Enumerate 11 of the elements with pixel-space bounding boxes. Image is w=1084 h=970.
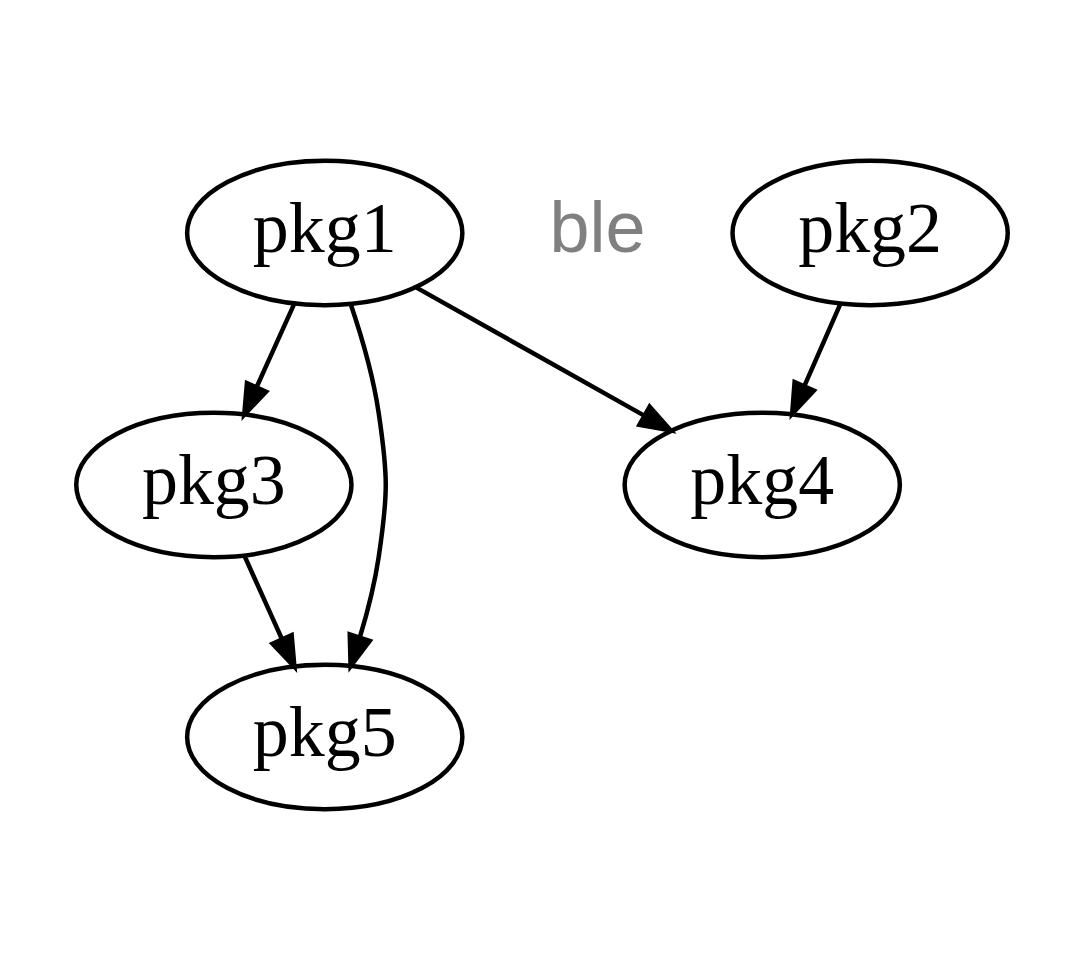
arrow bbox=[242, 555, 298, 673]
label: ble bbox=[549, 186, 646, 267]
node-ellipse: pkg3 bbox=[74, 410, 354, 560]
arrow bbox=[241, 303, 296, 421]
node-ellipse: pkg2 bbox=[730, 158, 1010, 308]
node-ellipse: pkg1 bbox=[184, 158, 465, 308]
arrow bbox=[415, 285, 677, 434]
node-ellipse: pkg4 bbox=[622, 410, 903, 560]
arrow bbox=[347, 303, 388, 673]
arrow bbox=[789, 303, 843, 421]
node-ellipse: pkg5 bbox=[184, 662, 465, 812]
